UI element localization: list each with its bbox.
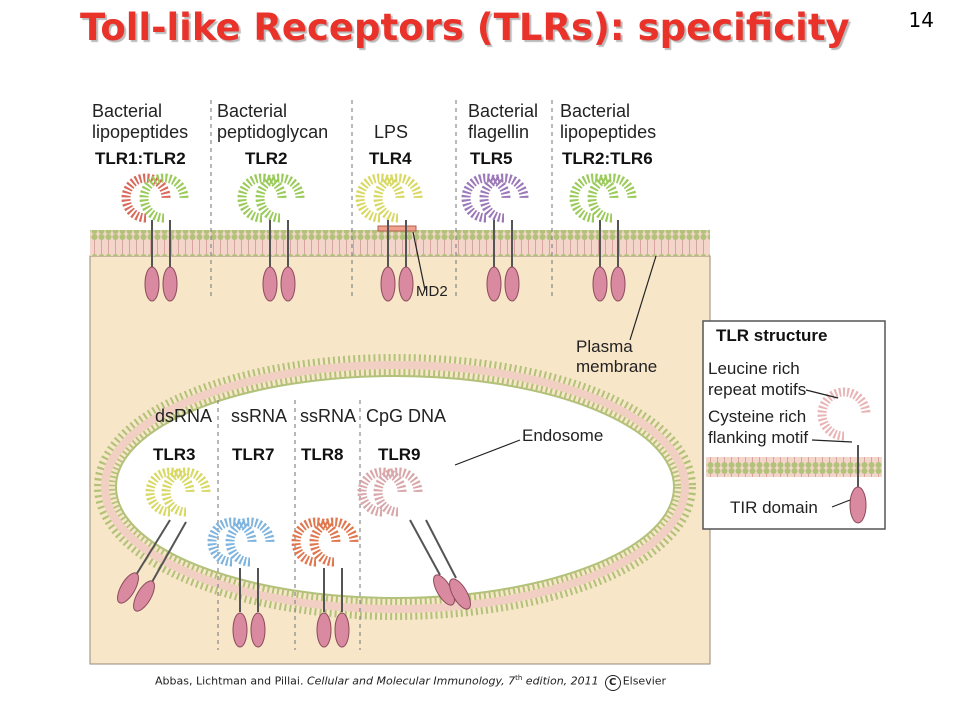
citation-book: Cellular and Molecular Immunology, 7	[306, 674, 516, 688]
receptor-tlr5: TLR5	[470, 149, 513, 168]
ligand-2-line1: Bacterial	[217, 101, 287, 121]
surface-receptor-labels: TLR1:TLR2 TLR2 TLR4 TLR5 TLR2:TLR6	[95, 149, 653, 168]
tlr4-receptor	[355, 173, 423, 302]
ligand-1-line2: lipopeptides	[92, 122, 188, 142]
copyright-icon: C	[604, 674, 621, 691]
plasma-membrane	[90, 230, 710, 256]
citation-publisher: Elsevier	[622, 674, 667, 688]
citation: Abbas, Lichtman and Pillai. Cellular and…	[155, 674, 666, 691]
tlr8-receptor	[291, 517, 359, 648]
citation-edition: edition, 2011	[522, 674, 599, 688]
tlr2-tlr6-receptor	[569, 173, 637, 302]
ligand-5-line2: lipopeptides	[560, 122, 656, 142]
receptor-tlr3: TLR3	[153, 445, 196, 464]
endo-ligand-4: CpG DNA	[366, 406, 446, 426]
plasma-membrane-leader	[629, 255, 657, 341]
surface-ligand-labels: Bacterial lipopeptides Bacterial peptido…	[92, 101, 656, 142]
receptor-tlr2: TLR2	[245, 149, 288, 168]
md2-label: MD2	[416, 283, 448, 300]
structure-lrr	[817, 387, 871, 441]
page-number: 14	[908, 8, 934, 32]
ligand-1-line1: Bacterial	[92, 101, 162, 121]
lrr-label-2: repeat motifs	[708, 380, 806, 399]
tir-label: TIR domain	[730, 498, 818, 517]
receptor-tlr8: TLR8	[301, 445, 344, 464]
md2-bar	[377, 225, 417, 232]
plasma-membrane-label-2: membrane	[576, 357, 657, 376]
tlr-structure-box: TLR structure Leucine rich repeat motifs…	[702, 320, 886, 530]
endo-ligand-3: ssRNA	[300, 406, 356, 426]
structure-title: TLR structure	[716, 326, 827, 345]
ligand-5-line1: Bacterial	[560, 101, 630, 121]
receptor-tlr2-tlr6: TLR2:TLR6	[562, 149, 653, 168]
endo-ligand-2: ssRNA	[231, 406, 287, 426]
receptor-tlr7: TLR7	[232, 445, 275, 464]
receptor-tlr9: TLR9	[378, 445, 421, 464]
endosome-label: Endosome	[522, 426, 603, 445]
tlr5-receptor	[461, 173, 529, 302]
ligand-4-line1: Bacterial	[468, 101, 538, 121]
endosome-ligand-labels: dsRNA ssRNA ssRNA CpG DNA	[155, 406, 446, 426]
ligand-4-line2: flagellin	[468, 122, 529, 142]
tlr7-receptor	[207, 517, 275, 648]
md2-leader	[412, 231, 426, 291]
receptor-tlr4: TLR4	[369, 149, 412, 168]
tlr2-receptor	[237, 173, 305, 302]
lrr-label-1: Leucine rich	[708, 359, 800, 378]
ligand-2-line2: peptidoglycan	[217, 122, 328, 142]
tlr9-receptor	[357, 467, 471, 610]
endosome-receptor-labels: TLR3 TLR7 TLR8 TLR9	[153, 445, 421, 464]
plasma-membrane-label-1: Plasma	[576, 337, 633, 356]
ligand-3-line2: LPS	[374, 122, 408, 142]
structure-tir	[849, 486, 867, 524]
cys-label-1: Cysteine rich	[708, 407, 806, 426]
slide-title: Toll-like Receptors (TLRs): specificity	[80, 6, 850, 49]
tlr3-receptor	[117, 467, 211, 612]
structure-membrane	[706, 457, 882, 477]
tlr1-tlr2-receptor	[121, 173, 189, 302]
citation-edition-sup: th	[515, 674, 523, 682]
citation-authors: Abbas, Lichtman and Pillai.	[155, 674, 307, 688]
dashed-separators	[210, 100, 553, 650]
endo-ligand-1: dsRNA	[155, 406, 212, 426]
cys-label-2: flanking motif	[708, 428, 808, 447]
endosome-leader	[454, 439, 521, 466]
receptor-tlr1-tlr2: TLR1:TLR2	[95, 149, 186, 168]
